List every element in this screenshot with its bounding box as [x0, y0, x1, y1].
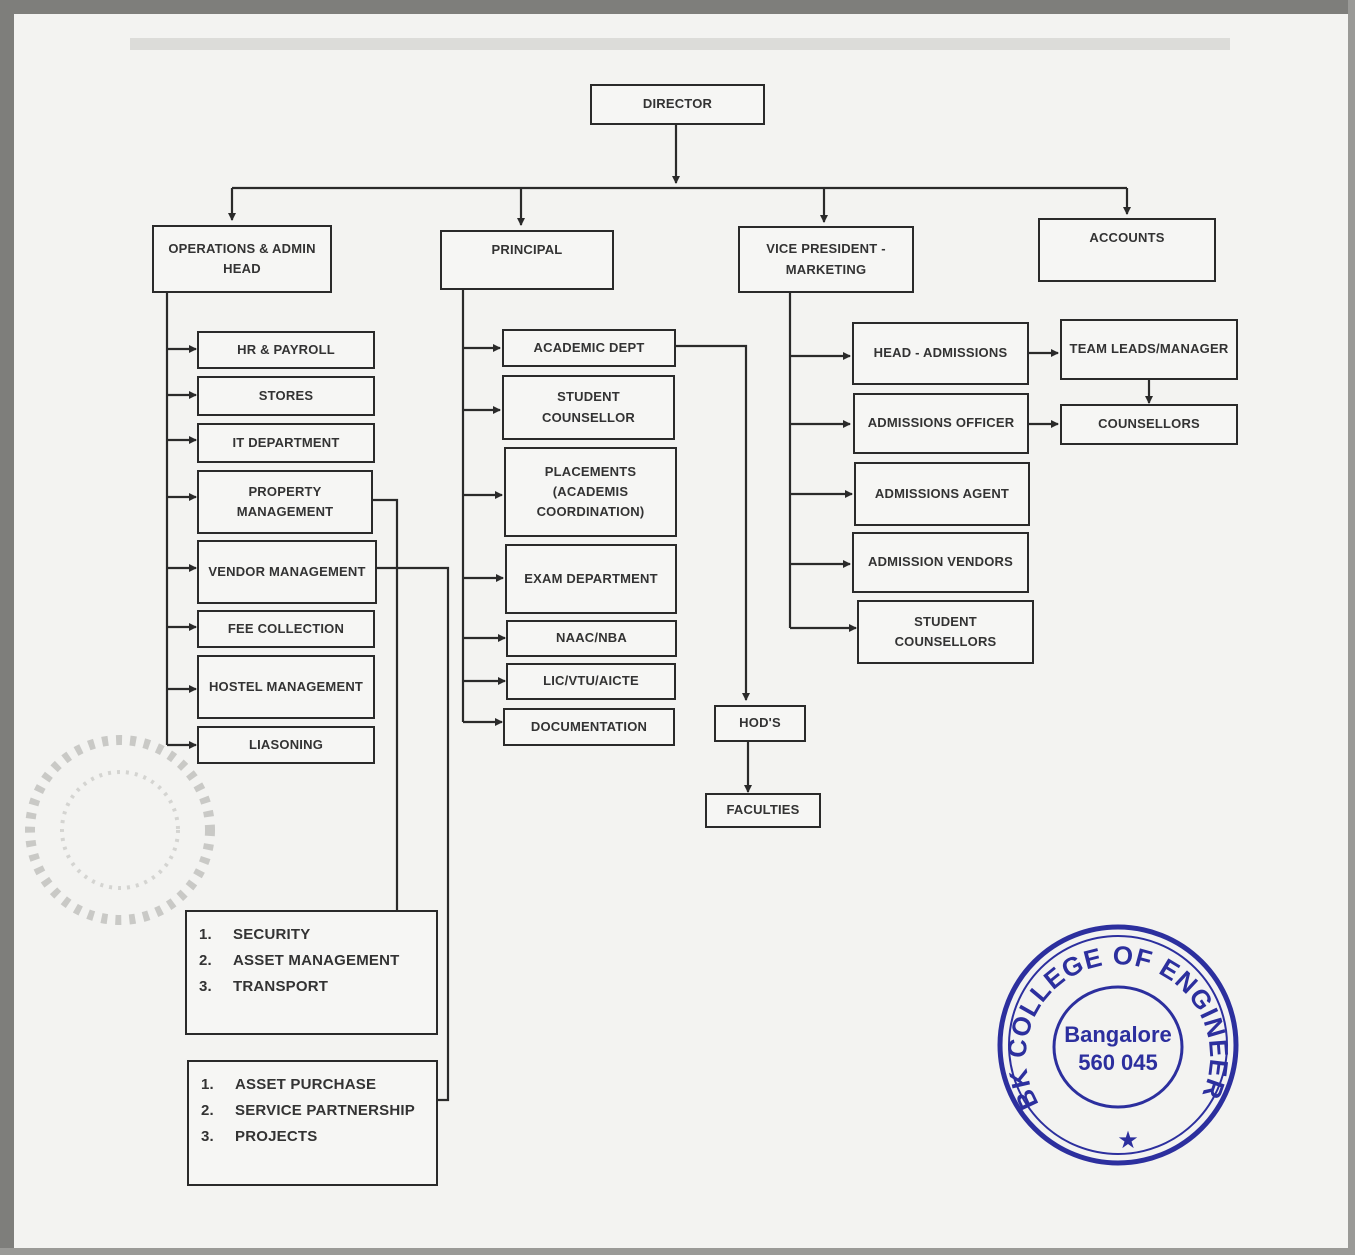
- student-counsellor-box: STUDENT COUNSELLOR: [502, 375, 675, 440]
- faculties-box: FACULTIES: [705, 793, 821, 828]
- vendor-management-box: VENDOR MANAGEMENT: [197, 540, 377, 604]
- placements-box: PLACEMENTS (ACADEMIS COORDINATION): [504, 447, 677, 537]
- team-leads-box: TEAM LEADS/MANAGER: [1060, 319, 1238, 380]
- admission-vendors-box: ADMISSION VENDORS: [852, 532, 1029, 593]
- it-department-box: IT DEPARTMENT: [197, 423, 375, 463]
- vendor-list-item: 1.ASSET PURCHASE: [201, 1076, 377, 1093]
- svg-text:560 045: 560 045: [1078, 1050, 1158, 1075]
- stores-box: STORES: [197, 376, 375, 416]
- svg-text:HKBK COLLEGE OF ENGINEERING: HKBK COLLEGE OF ENGINEERING: [990, 920, 1234, 1114]
- counsellors-box: COUNSELLORS: [1060, 404, 1238, 445]
- lic-vtu-aicte-box: LIC/VTU/AICTE: [506, 663, 676, 700]
- svg-text:★: ★: [1117, 1126, 1139, 1154]
- vp-marketing-box: VICE PRESIDENT - MARKETING: [738, 226, 914, 293]
- head-admissions-box: HEAD - ADMISSIONS: [852, 322, 1029, 385]
- accounts-box: ACCOUNTS: [1038, 218, 1216, 282]
- property-list-item: 1.SECURITY: [199, 926, 311, 943]
- vendor-list-item: 2.SERVICE PARTNERSHIP: [201, 1102, 415, 1119]
- property-management-box: PROPERTY MANAGEMENT: [197, 470, 373, 534]
- principal-box: PRINCIPAL: [440, 230, 614, 290]
- documentation-box: DOCUMENTATION: [503, 708, 675, 746]
- exam-department-box: EXAM DEPARTMENT: [505, 544, 677, 614]
- faded-seal-mark: [25, 735, 215, 925]
- property-details-box: 1.SECURITY 2.ASSET MANAGEMENT 3.TRANSPOR…: [185, 910, 438, 1035]
- admissions-agent-box: ADMISSIONS AGENT: [854, 462, 1030, 526]
- property-list-item: 2.ASSET MANAGEMENT: [199, 952, 400, 969]
- student-counsellors-box: STUDENT COUNSELLORS: [857, 600, 1034, 664]
- property-list-item: 3.TRANSPORT: [199, 978, 329, 995]
- fee-collection-box: FEE COLLECTION: [197, 610, 375, 648]
- hr-payroll-box: HR & PAYROLL: [197, 331, 375, 369]
- operations-head-box: OPERATIONS & ADMIN HEAD: [152, 225, 332, 293]
- naac-nba-box: NAAC/NBA: [506, 620, 677, 657]
- director-box: DIRECTOR: [590, 84, 765, 125]
- vendor-details-box: 1.ASSET PURCHASE 2.SERVICE PARTNERSHIP 3…: [187, 1060, 438, 1186]
- vendor-list-item: 3.PROJECTS: [201, 1128, 318, 1145]
- academic-dept-box: ACADEMIC DEPT: [502, 329, 676, 367]
- svg-text:Bangalore: Bangalore: [1064, 1022, 1172, 1047]
- admissions-officer-box: ADMISSIONS OFFICER: [853, 393, 1029, 454]
- liasoning-box: LIASONING: [197, 726, 375, 764]
- hostel-management-box: HOSTEL MANAGEMENT: [197, 655, 375, 719]
- college-stamp: HKBK COLLEGE OF ENGINEERING Bangalore 56…: [990, 920, 1239, 1166]
- hods-box: HOD'S: [714, 705, 806, 742]
